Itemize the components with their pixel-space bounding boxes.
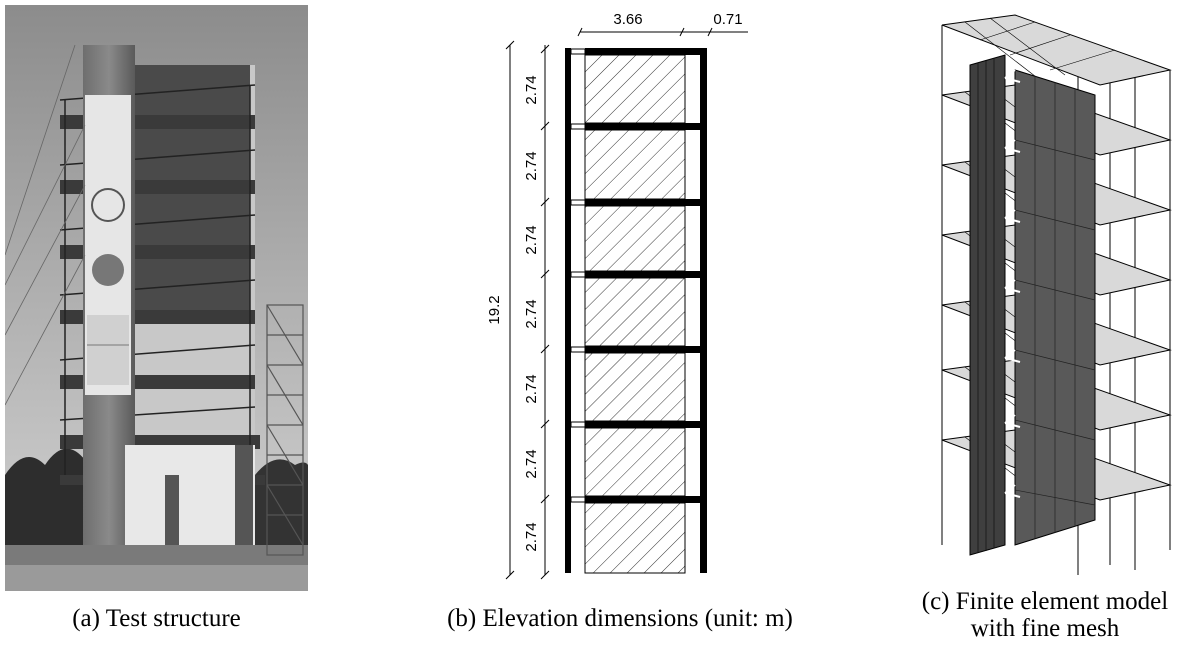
- infill-panels: [584, 54, 686, 574]
- caption-a: (a) Test structure: [72, 605, 241, 632]
- wall-links: [1004, 69, 1021, 498]
- banner-seal-1: [91, 188, 125, 222]
- ground-front: [5, 565, 308, 591]
- front-shear-wall: [969, 54, 1006, 556]
- guy-cables: [4, 44, 86, 406]
- elevation-svg: 3.66 0.71 19.2 2.74 2.74 2.74 2.74 2.74 …: [486, 11, 748, 580]
- caption-c: (c) Finite element model with fine mesh: [921, 588, 1169, 642]
- wall-width-label: 0.71: [713, 11, 742, 28]
- story-5-height: 2.74: [523, 225, 540, 254]
- story-height-labels: 2.74 2.74 2.74 2.74 2.74 2.74 2.74: [523, 75, 540, 551]
- ground-floor: [125, 445, 255, 545]
- story-7-height: 2.74: [523, 75, 540, 104]
- floor-beams: [585, 48, 707, 503]
- story-1-height: 2.74: [523, 522, 540, 551]
- story-2-height: 2.74: [523, 449, 540, 478]
- banner-seal-nsf: [92, 254, 124, 286]
- test-structure-photo: [4, 5, 308, 591]
- bay-width-label: 3.66: [613, 11, 642, 28]
- total-height-label: 19.2: [486, 295, 503, 324]
- story-6-height: 2.74: [523, 151, 540, 180]
- finite-element-model: [920, 0, 1190, 580]
- elevation-drawing: 3.66 0.71 19.2 2.74 2.74 2.74 2.74 2.74 …: [470, 0, 770, 580]
- fe-model-svg: [941, 14, 1172, 575]
- ground-column-right: [235, 445, 253, 545]
- slab-links: [570, 48, 586, 503]
- story-3-height: 2.74: [523, 374, 540, 403]
- left-column: [565, 48, 571, 573]
- test-structure-photo-svg: [4, 5, 308, 591]
- story-ticks: [540, 44, 550, 580]
- story-4-height: 2.74: [523, 299, 540, 328]
- caption-b: (b) Elevation dimensions (unit: m): [447, 605, 793, 632]
- ground-column: [165, 475, 179, 545]
- right-wall: [700, 48, 707, 573]
- banner-school-panel: [87, 315, 129, 385]
- core-wall: [1014, 69, 1096, 546]
- scaffold-tower: [266, 304, 304, 556]
